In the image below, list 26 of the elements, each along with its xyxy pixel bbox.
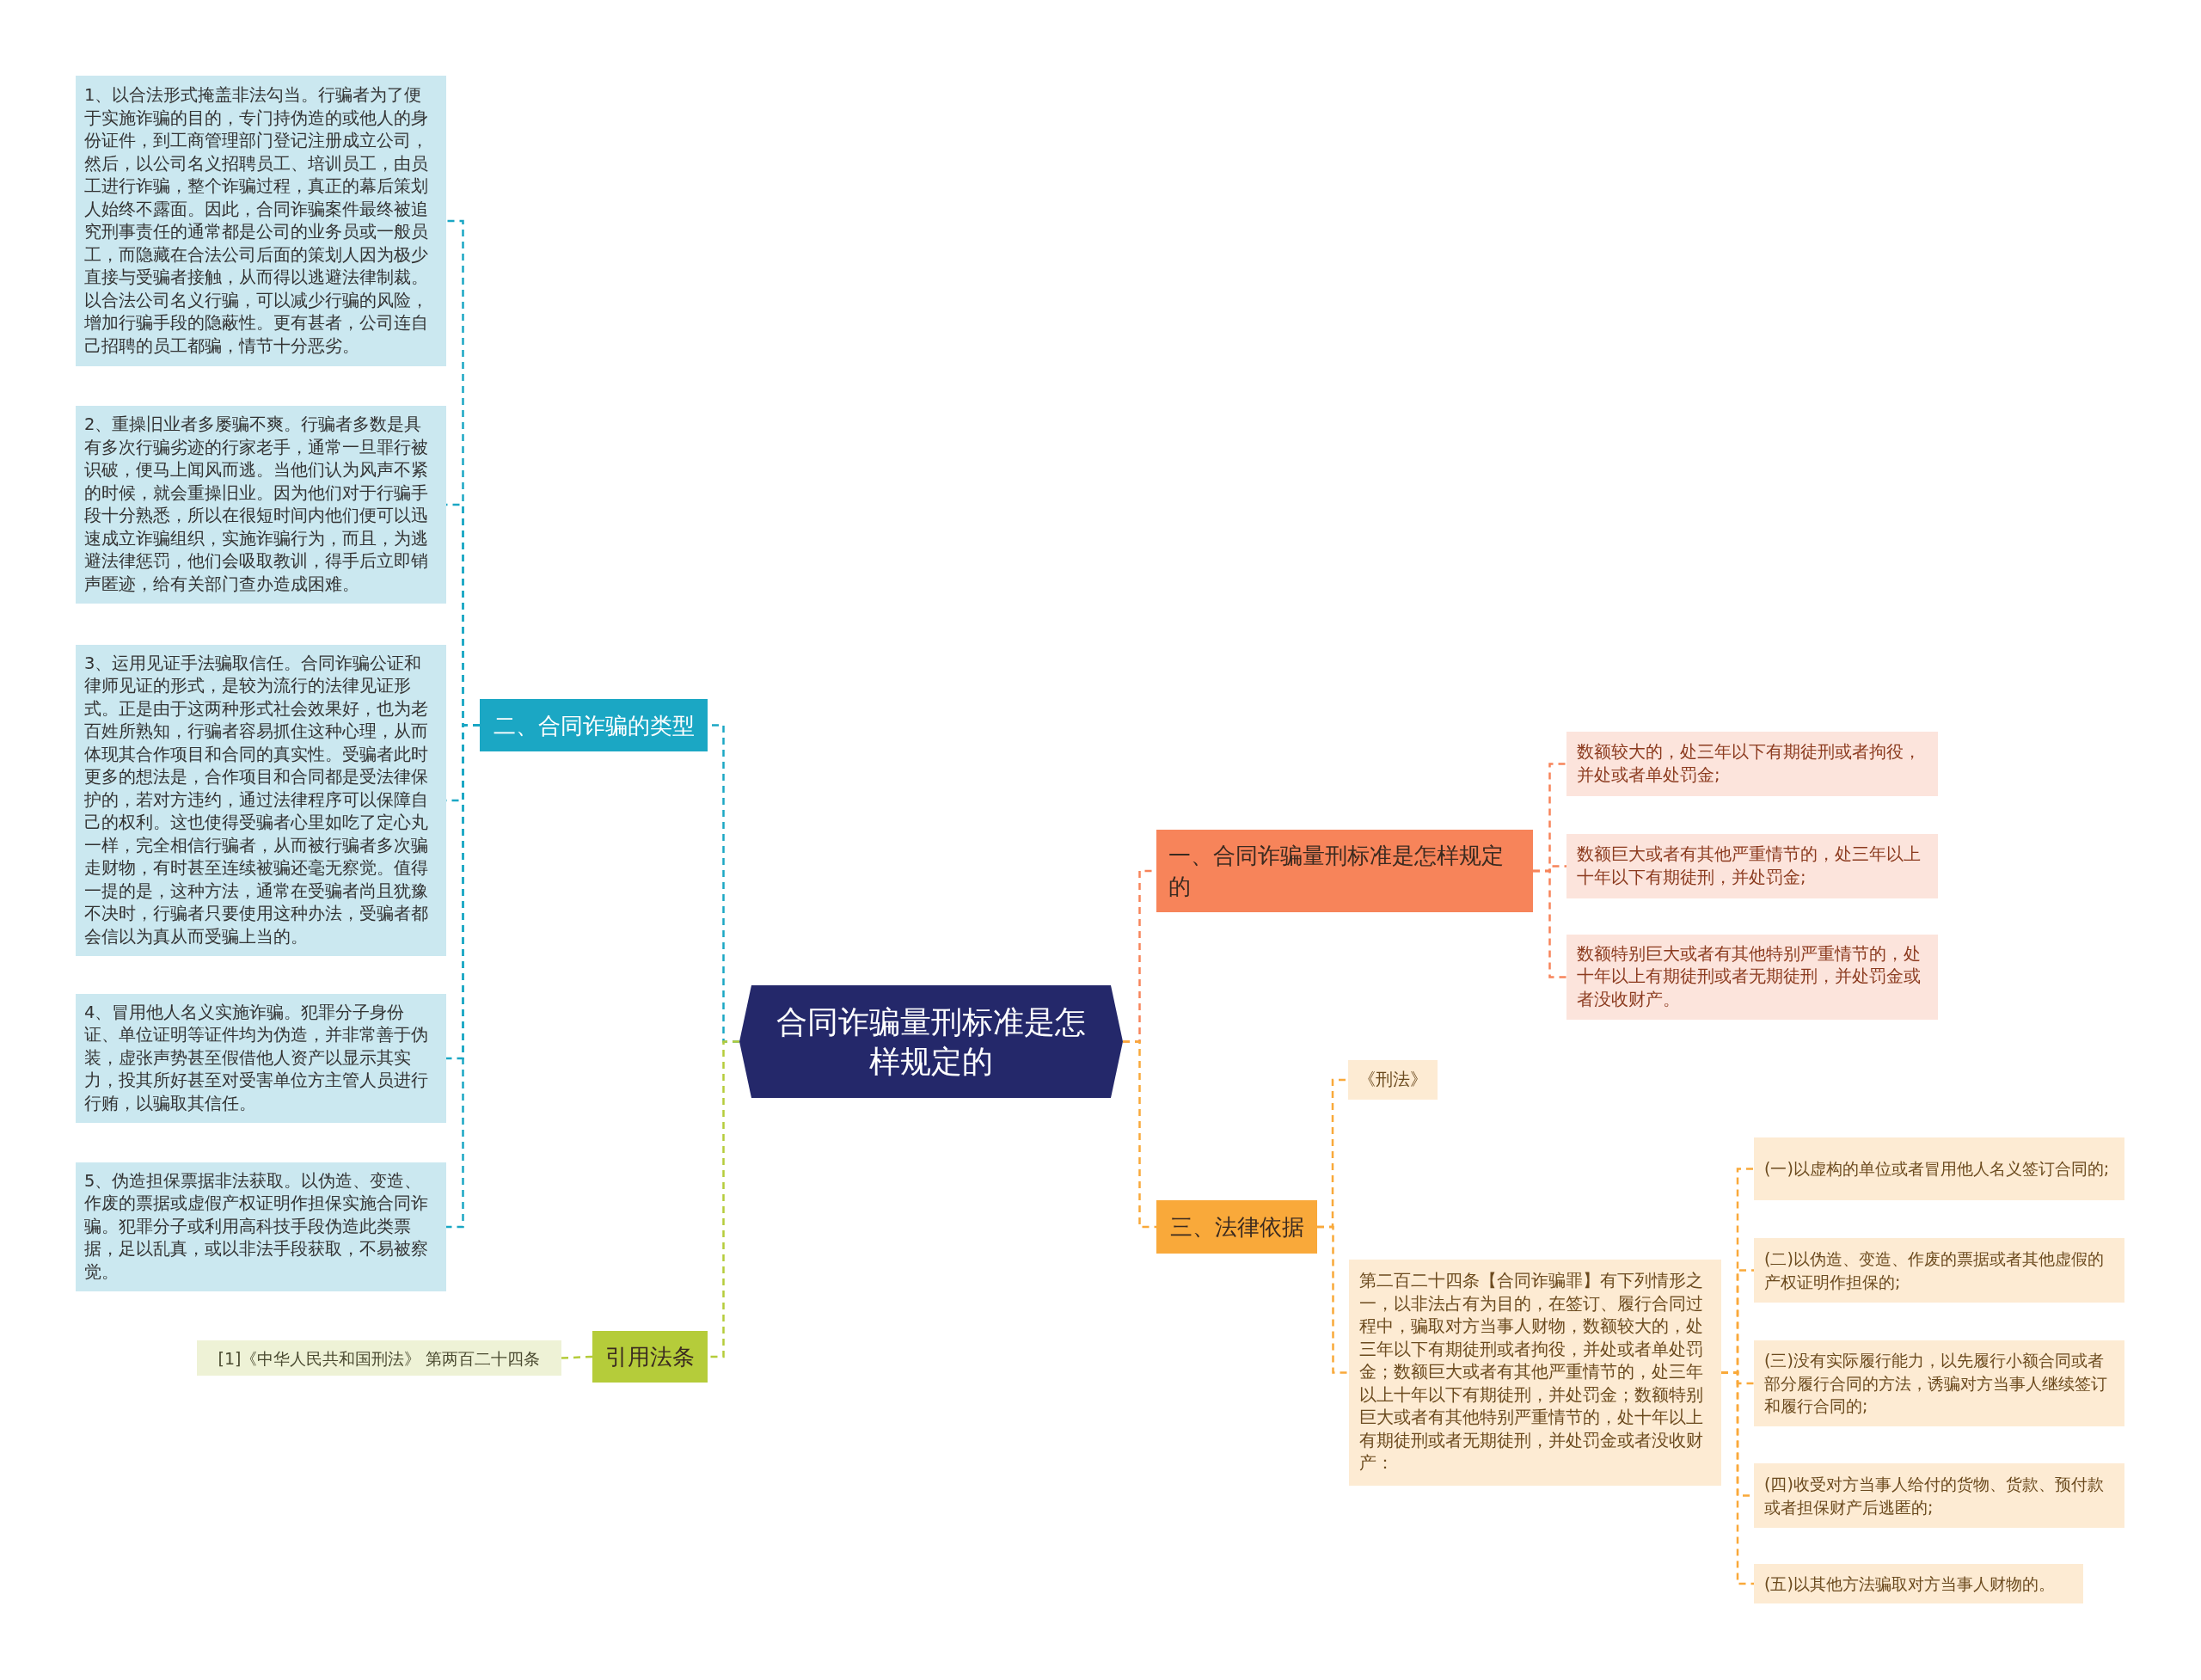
text-box: (二)以伪造、变造、作废的票据或者其他虚假的产权证明作担保的; (1754, 1238, 2124, 1303)
branch-box: 一、合同诈骗量刑标准是怎样规定的 (1156, 830, 1533, 912)
text-box: 数额巨大或者有其他严重情节的，处三年以上十年以下有期徒刑，并处罚金; (1566, 834, 1938, 898)
connector-line (1721, 1371, 1754, 1585)
text-box: 《刑法》 (1348, 1060, 1438, 1100)
text-box: (三)没有实际履行能力，以先履行小额合同或者部分履行合同的方法，诱骗对方当事人继续签订和履行合同的; (1754, 1340, 2124, 1426)
text-box: (一)以虚构的单位或者冒用他人名义签订合同的; (1754, 1137, 2124, 1200)
connector-line (561, 1355, 593, 1359)
text-box: (五)以其他方法骗取对方当事人财物的。 (1754, 1564, 2083, 1603)
branch-box: 二、合同诈骗的类型 (480, 699, 708, 751)
text-box: (四)收受对方当事人给付的货物、货款、预付款或者担保财产后逃匿的; (1754, 1463, 2124, 1528)
text-box: 数额较大的，处三年以下有期徒刑或者拘役，并处或者单处罚金; (1566, 732, 1938, 796)
text-box: 3、运用见证手法骗取信任。合同诈骗公证和律师见证的形式，是较为流行的法律见证形式。正是由于这两种形式社会效果好，也为老百姓所熟知，行骗者容易抓住这种心理，从而体现其合作项目和合同的真实性。受骗者此时更多的想法是，合作项目和合同都是受法律保护的，若对方违约，通过法律程序可以保障自己的权利。这也使得受骗者心里如吃了定心丸一样，完全相信行骗者，从而被行骗者多次骗走财物，有时甚至连续被骗还毫无察觉。值得一提的是，这种方法，通常在受骗者尚且犹豫不决时，行骗者只要使用这种办法，受骗者都会信以为真从而受骗上当的。 (76, 645, 446, 956)
branch-box: 三、法律依据 (1156, 1200, 1317, 1254)
text-box: [1]《中华人民共和国刑法》 第两百二十四条 (197, 1340, 561, 1376)
central-topic: 合同诈骗量刑标准是怎样规定的 (739, 985, 1123, 1098)
branch-box: 引用法条 (592, 1331, 708, 1383)
text-box: 4、冒用他人名义实施诈骗。犯罪分子身份证、单位证明等证件均为伪造，并非常善于伪装，虚张声势甚至假借他人资产以显示其实力，投其所好甚至对受害单位方主管人员进行行贿，以骗取其信任。 (76, 994, 446, 1123)
text-box: 第二百二十四条【合同诈骗罪】有下列情形之一，以非法占有为目的，在签订、履行合同过程中，骗取对方当事人财物，数额较大的，处三年以下有期徒刑或者拘役，并处或者单处罚金；数额巨大或者有其他严重情节的，处三年以上十年以下有期徒刑，并处罚金；数额特别巨大或者有其他特别严重情节的，处十年以上有期徒刑或者无期徒刑，并处罚金或者没收财产： (1349, 1260, 1721, 1486)
connector-line (1317, 1225, 1349, 1374)
text-box: 2、重操旧业者多屡骗不爽。行骗者多数是具有多次行骗劣迹的行家老手，通常一旦罪行被识破，便马上闻风而逃。当他们认为风声不紧的时候，就会重操旧业。因为他们对于行骗手段十分熟悉，所以在很短时间内他们便可以迅速成立诈骗组织，实施诈骗行为，而且，为逃避法律惩罚，他们会吸取教训，得手后立即销声匿迹，给有关部门查办造成困难。 (76, 406, 446, 604)
connector-line (1533, 869, 1566, 978)
connector-line (1123, 1040, 1156, 1229)
text-box: 1、以合法形式掩盖非法勾当。行骗者为了便于实施诈骗的目的，专门持伪造的或他人的身份证件，到工商管理部门登记注册成立公司，然后，以公司名义招聘员工、培训员工，由员工进行诈骗，整个诈骗过程，真正的幕后策划人始终不露面。因此，合同诈骗案件最终被追究刑事责任的通常都是公司的业务员或一般员工，而隐藏在合法公司后面的策划人因为极少直接与受骗者接触，从而得以逃避法律制裁。以合法公司名义行骗，可以减少行骗的风险，增加行骗手段的隐蔽性。更有甚者，公司连自己招聘的员工都骗，情节十分恶劣。 (76, 76, 446, 366)
text-box: 数额特别巨大或者有其他特别严重情节的，处十年以上有期徒刑或者无期徒刑，并处罚金或者没收财产。 (1566, 935, 1938, 1020)
text-box: 5、伪造担保票据非法获取。以伪造、变造、作废的票据或虚假产权证明作担保实施合同诈骗。犯罪分子或利用高科技手段伪造此类票据，足以乱真，或以非法手段获取，不易被察觉。 (76, 1162, 446, 1291)
